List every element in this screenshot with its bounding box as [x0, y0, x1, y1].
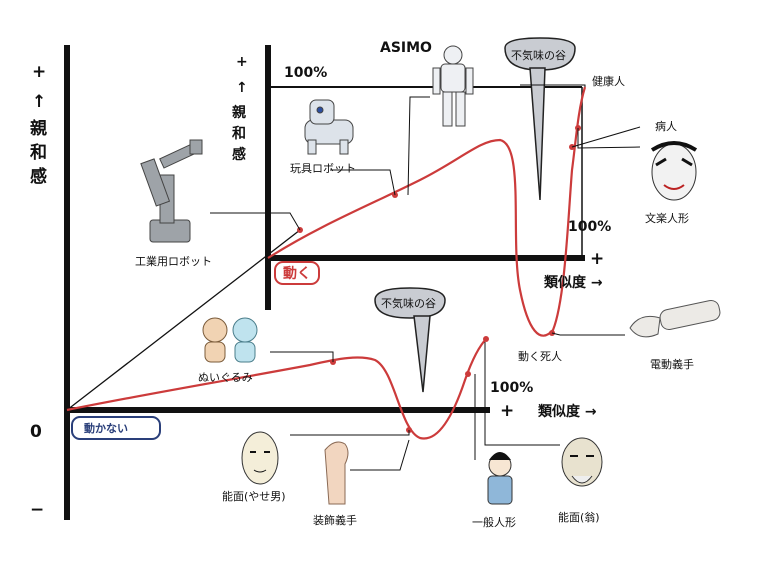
static-tag-box — [71, 416, 161, 440]
inner-valley-label: 不気味の谷 — [511, 48, 566, 62]
outer-valley-bubble — [374, 287, 446, 393]
origin-label: 0 — [30, 422, 42, 442]
outer-y-arrow: ↑ — [32, 92, 46, 112]
outer-valley-label: 不気味の谷 — [381, 296, 436, 310]
doll-label: 一般人形 — [472, 516, 516, 529]
asimo-figure — [432, 45, 474, 127]
outer-x-100: 100% — [490, 380, 533, 396]
curve-dot — [465, 371, 471, 377]
inner-y-label-1: 親 — [232, 104, 246, 121]
stuffed-toy-figure — [202, 317, 258, 363]
doll-figure — [487, 452, 513, 505]
electric-hand-figure — [629, 299, 721, 338]
stuffed-toy-label: ぬいぐるみ — [198, 371, 253, 384]
sick-label: 病人 — [655, 119, 677, 133]
bunraku-figure — [650, 141, 698, 201]
prosthetic-hand-figure — [324, 441, 349, 505]
inner-x-plus: + — [590, 249, 604, 269]
toy-robot-figure — [304, 99, 354, 155]
toy-robot-label: 玩具ロボット — [290, 162, 356, 175]
static-curve — [66, 337, 488, 440]
moving-curve — [267, 86, 587, 337]
outer-y-label-3: 感 — [30, 166, 47, 187]
noh-yase-figure — [241, 431, 279, 485]
outer-y-plus: + — [32, 62, 46, 82]
bunraku-label: 文楽人形 — [645, 211, 689, 225]
curve-dot — [483, 336, 489, 342]
inner-y-100: 100% — [284, 65, 327, 81]
inner-y-label-3: 感 — [232, 146, 246, 163]
inner-y-plus: + — [236, 54, 248, 70]
moving-corpse-label: 動く死人 — [518, 349, 562, 363]
inner-valley-bubble — [504, 37, 576, 201]
outer-x-plus: + — [500, 401, 514, 421]
noh-okina-figure — [561, 437, 603, 487]
outer-x-label: 類似度 → — [537, 403, 597, 420]
inner-x-label: 類似度 → — [543, 274, 603, 291]
noh-okina-label: 能面(翁) — [558, 510, 600, 524]
static-tag: 動かない — [84, 421, 128, 435]
noh-yase-label: 能面(やせ男) — [222, 489, 286, 503]
inner-y-label-2: 和 — [232, 126, 246, 142]
industrial-robot-figure — [140, 139, 203, 243]
outer-y-label-1: 親 — [30, 118, 47, 139]
prosthetic-hand-label: 装飾義手 — [313, 513, 357, 527]
inner-x-100: 100% — [568, 219, 611, 235]
electric-hand-label: 電動義手 — [650, 357, 694, 371]
leader-lines — [210, 84, 641, 471]
outer-y-minus: − — [30, 500, 44, 520]
industrial-robot-label: 工業用ロボット — [135, 255, 212, 268]
healthy-label: 健康人 — [592, 74, 625, 88]
diagonal-line — [66, 229, 301, 411]
outer-y-label-2: 和 — [30, 143, 47, 163]
moving-tag: 動く — [283, 265, 311, 282]
inner-y-arrow: ↑ — [236, 80, 248, 96]
asimo-label: ASIMO — [380, 40, 432, 56]
moving-tag-box — [274, 261, 320, 285]
